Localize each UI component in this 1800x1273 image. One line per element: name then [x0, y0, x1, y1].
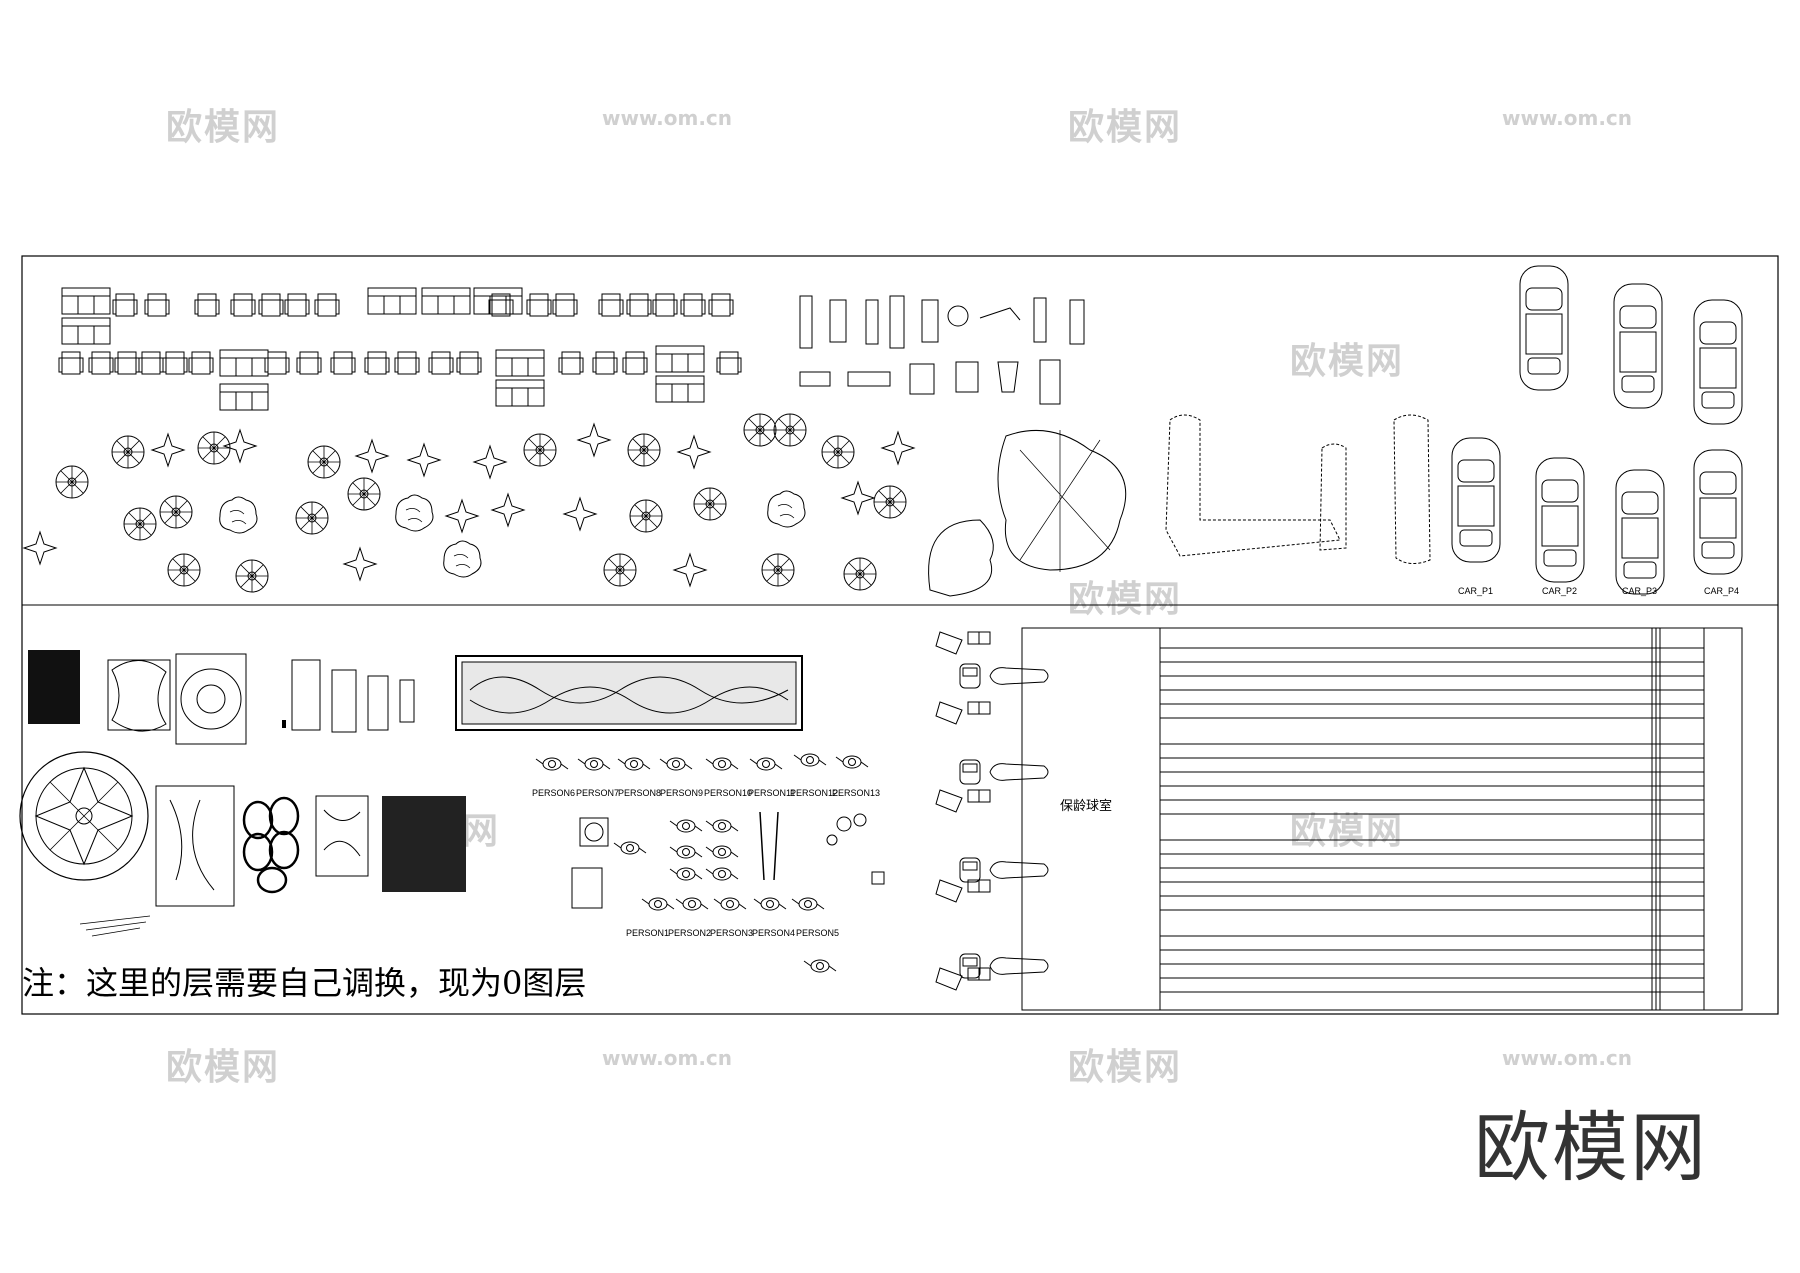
person-label: PERSON6: [532, 788, 575, 798]
person-label: PERSON4: [752, 928, 795, 938]
person-label: PERSON11: [748, 788, 795, 798]
person-label: PERSON12: [790, 788, 838, 798]
person-label: PERSON13: [832, 788, 880, 798]
person-label: PERSON7: [576, 788, 619, 798]
layer-note: 注：这里的层需要自己调换，现为0图层: [22, 964, 587, 1002]
car-label-p3: CAR_P3: [1622, 586, 1657, 596]
car-blocks: CAR_P1 CAR_P2 CAR_P3 CAR_P4: [1451, 265, 1743, 596]
person-label: PERSON9: [660, 788, 703, 798]
person-label: PERSON3: [710, 928, 753, 938]
drawing-frame: [21, 255, 1779, 1015]
watermark-text: 欧模网: [1290, 811, 1405, 852]
person-label: PERSON2: [668, 928, 711, 938]
watermark-text: 欧模网: [166, 1047, 281, 1088]
person-label: PERSON1: [626, 928, 669, 938]
person-label: PERSON8: [618, 788, 661, 798]
car-label-p2: CAR_P2: [1542, 586, 1577, 596]
gym-equipment-blocks: [799, 295, 1085, 405]
person-blocks: PERSON6 PERSON7 PERSON8 PERSON9 PERSON10…: [532, 753, 885, 973]
watermark-text: 欧模网: [1290, 341, 1405, 382]
person-label: PERSON5: [796, 928, 839, 938]
watermark-url: www.om.cn: [1502, 1046, 1633, 1070]
car-label-p1: CAR_P1: [1458, 586, 1493, 596]
brand-logo-text: 欧模网: [1474, 1103, 1708, 1192]
plant-blocks: [23, 413, 1127, 597]
bowling-alley-plan: 保龄球室: [935, 627, 1743, 1011]
watermark-text: 欧模网: [1068, 579, 1183, 620]
watermark-url: www.om.cn: [1502, 106, 1633, 130]
car-label-p4: CAR_P4: [1704, 586, 1739, 596]
watermark-text: 欧模网: [166, 107, 281, 148]
hedge-blocks: [1165, 414, 1431, 564]
watermark-url: www.om.cn: [602, 106, 733, 130]
furniture-blocks: [58, 287, 742, 411]
watermark-url: www.om.cn: [602, 1046, 733, 1070]
person-label: PERSON10: [704, 788, 752, 798]
watermark-text: 欧模网: [1068, 107, 1183, 148]
watermark-text: 欧模网: [1068, 1047, 1183, 1088]
bowling-room-label: 保龄球室: [1060, 798, 1112, 814]
rug-pattern-blocks: [19, 650, 803, 937]
